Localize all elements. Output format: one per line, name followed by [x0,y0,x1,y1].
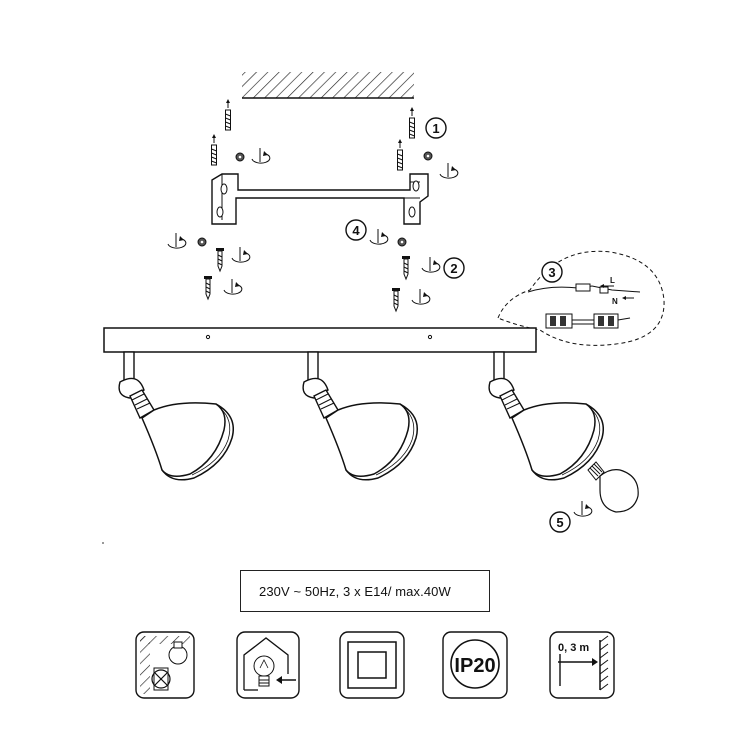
step-marker-2: 2 [443,257,465,279]
class-ii-double-insulation-icon [339,631,405,699]
spotlight-left [118,351,235,481]
min-distance-label: 0, 3 m [558,642,589,654]
wall-plug [225,98,231,131]
rotate-arrow-icon [411,288,431,305]
ip-rating-label: IP20 [454,655,495,677]
step-2-number: 2 [450,261,457,276]
step-1-number: 1 [432,121,439,136]
electrical-specs-box: 230V ~ 50Hz, 3 x E14/ max.40W [240,570,490,612]
live-wire-label: L [610,276,615,285]
step-3-number: 3 [548,265,555,280]
rotate-arrow-icon [223,278,243,295]
wall-plug [409,106,415,139]
rotate-arrow-icon [421,256,441,273]
spotlight-middle [302,351,419,481]
nut-icon [397,237,407,247]
minimum-distance-icon: 0, 3 m [549,631,615,699]
wall-plug [211,133,217,166]
neutral-wire-label: N [612,297,618,306]
rotate-arrow-icon [369,228,389,245]
step-marker-4: 4 [345,219,367,241]
electrical-specs-text: 230V ~ 50Hz, 3 x E14/ max.40W [259,583,451,599]
ceiling-hatch [242,72,414,99]
indoor-use-only-icon [236,631,300,699]
step-marker-1: 1 [425,117,447,139]
nut-icon [235,152,245,162]
ip20-rating-icon: IP20 [442,631,508,699]
nut-icon [197,237,207,247]
screw-icon [391,287,401,312]
bulb-icon [587,461,639,513]
mounting-bracket [211,173,429,225]
step-marker-5: 5 [549,511,571,533]
wiring-detail: L N [497,250,665,346]
screw-icon [215,247,225,272]
step-5-number: 5 [556,515,563,530]
no-insulated-ceiling-icon [135,631,195,699]
step-marker-3: 3 [541,261,563,283]
step-4-number: 4 [352,223,360,238]
screw-icon [203,275,213,300]
rotate-arrow-icon [251,147,271,164]
screw-icon [401,255,411,280]
rotate-arrow-icon [167,232,187,249]
rotate-arrow-icon [231,246,251,263]
wall-plug [397,138,403,171]
rotate-arrow-icon [439,162,459,179]
mounting-rail [103,327,537,353]
spotlight-right [488,351,605,481]
nut-icon [423,151,433,161]
rotate-arrow-icon [573,500,593,517]
